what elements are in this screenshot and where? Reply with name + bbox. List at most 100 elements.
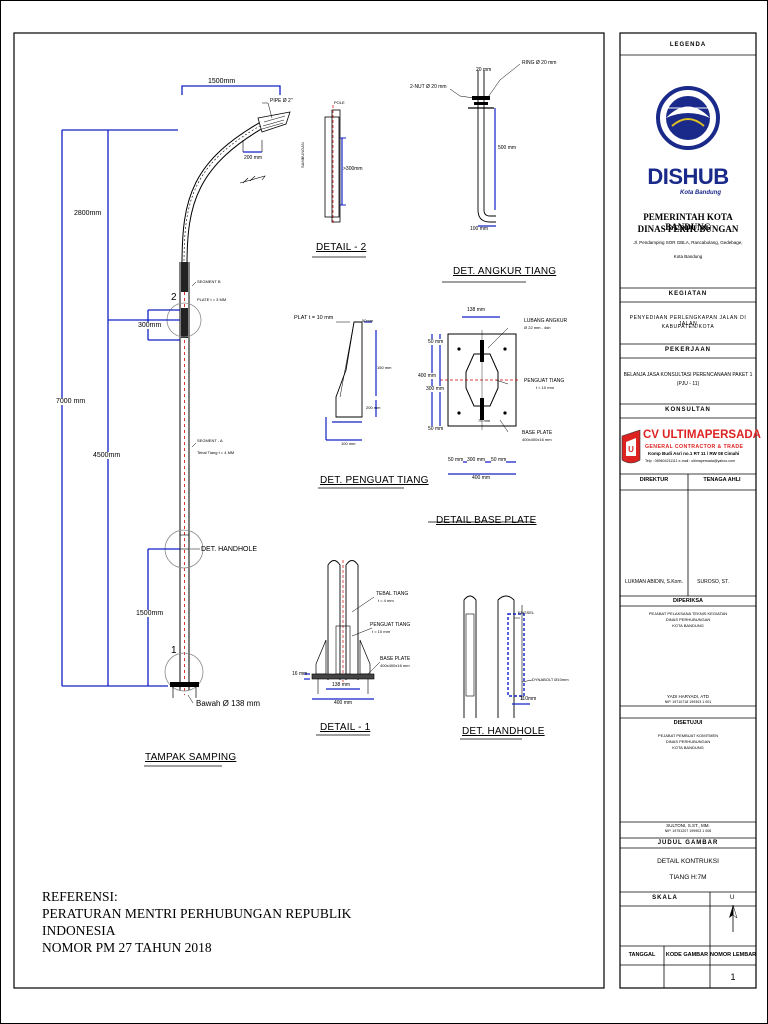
label-detail2-side: SAMBUNGAN (300, 142, 305, 168)
tenaga-ahli-header: TENAGA AHLI (703, 477, 741, 483)
label-bp-baseplate: BASE PLATE (522, 430, 553, 436)
label-det-handhole: DET. HANDHOLE (201, 546, 258, 553)
pptk-nip: NIP. 19710718 199303 1 001 (664, 700, 712, 704)
legenda-header: LEGENDA (669, 42, 707, 48)
pptk-line-3: KOTA BANDUNG (672, 623, 704, 628)
dim-bp-50b: 50 mm (428, 426, 444, 432)
nomor-lembar-value: 1 (730, 972, 736, 982)
dim-d1-16: 16 mm (292, 671, 308, 677)
baseplate-drawing (428, 316, 534, 523)
tanggal-header: TANGGAL (628, 952, 656, 958)
ppk-line-3: KOTA BANDUNG (672, 745, 704, 750)
dim-detail2: >300mm (343, 166, 363, 172)
gov-address-2: Kota Bandung (673, 254, 703, 259)
konsultan-header: KONSULTAN (665, 407, 711, 413)
svg-text:U: U (628, 445, 634, 454)
label-segment-b: SEGMENT B (197, 279, 221, 284)
title-det-angkur: DET. ANGKUR TIANG (453, 266, 557, 277)
dim-angkur-foot: 100 mm (470, 226, 489, 232)
kegiatan-line-2: KABUPATEN/KOTA (661, 324, 715, 330)
penguat-drawing (318, 321, 404, 489)
dim-penguat-4: 100 mm (341, 441, 356, 446)
dim-bp-400: 400 mm (418, 373, 437, 379)
detail-1-drawing (304, 560, 381, 736)
ppk-nip: NIP. 19751207 199903 1 006 (664, 829, 712, 833)
reference-heading: REFERENSI: (42, 889, 118, 904)
label-bottom-diameter: Bawah Ø 138 mm (196, 699, 261, 708)
label-hh-engsel: ENGSEL (518, 610, 535, 615)
label-hh-dynabolt: DYNABOLT Ø10mm (532, 677, 569, 682)
label-bp-lubang2: Ø 22 mm - 4sh (524, 325, 551, 330)
reference-number: NOMOR PM 27 TAHUN 2018 (42, 940, 212, 955)
cv-name: CV ULTIMAPERSADA (643, 429, 761, 441)
dim-bp-top: 138 mm (467, 307, 486, 313)
pekerjaan-line-2: (PJU - 11) (676, 381, 700, 387)
ppk-line-2: DINAS PERHUBUNGAN (665, 739, 711, 744)
dim-bp-70: 70 mm (478, 418, 491, 423)
dim-penguat-3: 200 mm (366, 405, 381, 410)
dim-penguat-2: 150 mm (377, 365, 392, 370)
label-bp-penguat: PENGUAT TIANG (524, 378, 565, 384)
references-block: REFERENSI: PERATURAN MENTRI PERHUBUNGAN … (42, 888, 382, 956)
label-angkur-ring: RING Ø 20 mm (522, 60, 557, 66)
angkur-drawing (442, 63, 526, 283)
judul-line-2: TIANG H:7M (669, 874, 707, 881)
judul-line-1: DETAIL KONTRUKSI (657, 858, 719, 865)
cv-telephone: Telp : 089604211111 e-mail : ultimapersa… (645, 459, 736, 463)
dim-segment-b-height: 300mm (138, 322, 162, 329)
dishub-logo (656, 86, 720, 150)
label-bp-baseplate-dim: 400x400x16 mm (522, 437, 552, 442)
ppk-line-1: PEJABAT PEMBUAT KOMITMEN (657, 733, 719, 738)
label-d1-base: BASE PLATE (380, 656, 411, 662)
cv-address: Komp Budi Asri no.1 RT 11 / RW 08 Cimahi (648, 451, 740, 456)
north-label: U (730, 895, 735, 901)
dim-bp-300: 300 mm (426, 386, 445, 392)
title-detail-2: DETAIL - 2 (316, 242, 367, 253)
dim-bp-50a: 50 mm (428, 339, 444, 345)
dim-upper: 2800mm (74, 210, 102, 217)
pptk-line-2: DINAS PERHUBUNGAN (665, 617, 711, 622)
north-arrow-icon (729, 904, 738, 932)
title-detail-base-plate: DETAIL BASE PLATE (436, 515, 537, 526)
pekerjaan-header: PEKERJAAN (664, 347, 711, 353)
tenaga-ahli-name: SUROSO, ST. (697, 579, 729, 585)
gov-address-1: Jl. Pendamping SOR GBLA, Rancabolang, Ge… (633, 240, 743, 245)
pptk-name: YADI HARYADI, ATD (667, 694, 709, 699)
dim-lower: 1500mm (136, 610, 164, 617)
diperiksa-header: DIPERIKSA (673, 598, 703, 604)
cv-subtitle: GENERAL CONTRACTOR & TRADE (645, 444, 744, 450)
dim-d1-400: 400 mm (334, 700, 353, 706)
kegiatan-line-1: PENYEDIAAN PERLENGKAPAN JALAN DI JALAN (629, 315, 747, 327)
detail-2-drawing (312, 105, 366, 258)
label-d1-tebal: TEBAL TIANG (376, 591, 409, 597)
label-segment-b-plate: PLATE t = 3 MM (197, 297, 227, 302)
label-detail2-pole: POLE (334, 100, 345, 105)
label-bp-penguat-t: t = 10 mm (536, 385, 554, 390)
label-pipe: PIPE Ø 2" (270, 98, 293, 104)
pekerjaan-line-1: BELANJA JASA KONSULTASI PERENCANAAN PAKE… (623, 372, 753, 378)
ppk-block: PEJABAT PEMBUAT KOMITMEN DINAS PERHUBUNG… (620, 733, 756, 751)
handhole-drawing (460, 595, 533, 740)
dim-angkur-top: 20 mm (476, 67, 492, 73)
title-det-penguat: DET. PENGUAT TIANG (320, 475, 429, 486)
kode-gambar-header: KODE GAMBAR (665, 952, 709, 958)
cv-ultima-logo: U (621, 429, 641, 464)
direktur-name: LUKMAN ABIDIN, S.Kom. (625, 579, 683, 585)
ppk-name: SULTONI, S.ST., MM. (666, 823, 710, 828)
label-angkur-nut: 2-NUT Ø 20 mm (410, 84, 447, 90)
label-bp-lubang: LUBANG ANGKUR (524, 318, 568, 324)
pptk-block: PEJABAT PELAKSANA TEKNIS KEGIATAN DINAS … (620, 611, 756, 629)
title-detail-1: DETAIL - 1 (320, 722, 371, 733)
dim-lamp-offset: 200 mm (244, 155, 263, 161)
reference-regulation: PERATURAN MENTRI PERHUBUNGAN REPUBLIK IN… (42, 906, 352, 938)
dim-bp-bottom-300: 300 mm (467, 457, 486, 463)
dim-bp-bottom-50a: 50 mm (448, 457, 464, 463)
gov-line-2: DINAS PERHUBUNGAN (637, 224, 739, 234)
label-d1-penguat-t: t = 10 mm (372, 629, 390, 634)
pole-side-view (61, 85, 291, 704)
marker-2: 2 (171, 292, 177, 303)
direktur-header: DIREKTUR (639, 477, 669, 483)
dim-d1-138: 138 mm (332, 682, 351, 688)
label-segment-a: SEGMENT - A (197, 438, 223, 443)
